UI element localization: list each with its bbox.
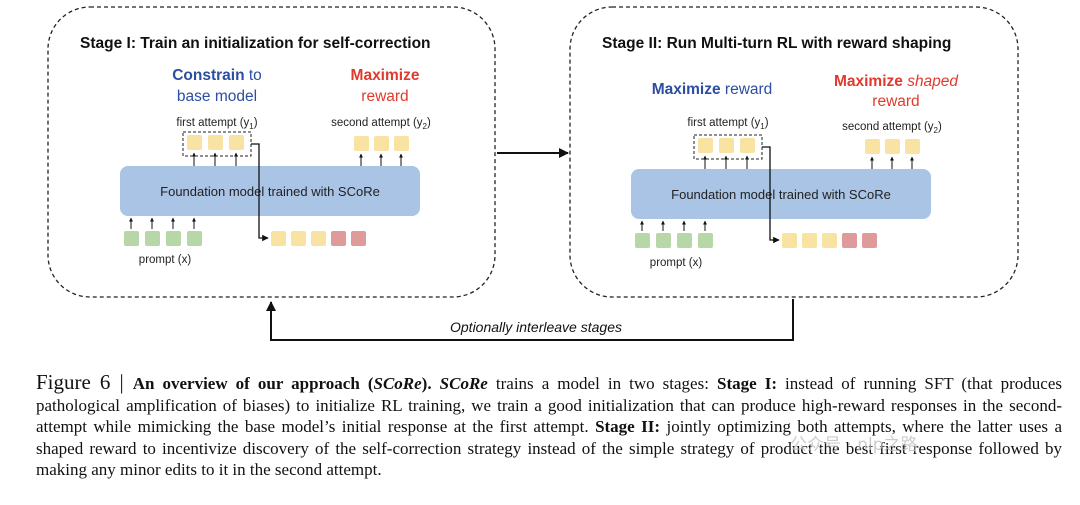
caption-stage1: Stage I:: [717, 374, 777, 393]
stage1-input-token: [331, 231, 346, 246]
caption-text-3: jointly optimizing both attempts, where …: [36, 417, 1062, 480]
stage1-first-token: [187, 135, 202, 150]
stage1-prompt-token: [124, 231, 139, 246]
stage1-second-token: [354, 136, 369, 151]
stage2-input-token: [842, 233, 857, 248]
figure-separator: |: [110, 370, 133, 394]
stage2-second-token: [865, 139, 880, 154]
stage2-first-token: [719, 138, 734, 153]
interleave-label-bg: [436, 318, 636, 338]
stage2-prompt-token: [677, 233, 692, 248]
caption-method-name: SCoRe: [439, 374, 488, 393]
stage1-title: Stage I: Train an initialization for sel…: [80, 35, 431, 52]
stage2-prompt-label: prompt (x): [650, 257, 703, 269]
stage2-input-token: [822, 233, 837, 248]
stage1-feedback-connector: [251, 143, 269, 242]
stage2-model-box: [631, 169, 931, 219]
stage1-constrain-line2: base model: [177, 88, 257, 105]
caption-heading: An overview of our approach (SCoRe).: [132, 374, 432, 393]
stage2-input-token: [782, 233, 797, 248]
caption-text-1: trains a model in two stages:: [487, 374, 717, 393]
caption-text-2: instead of running SFT (that produces pa…: [36, 374, 1063, 437]
stage1-model-label: Foundation model trained with SCoRe: [160, 184, 380, 199]
stage1-prompt-token: [145, 231, 160, 246]
stage1-second-token: [374, 136, 389, 151]
stage2-second-attempt-label: second attempt (y2): [842, 121, 942, 135]
figure-caption: Figure 6 | An overview of our approach (…: [36, 370, 1063, 481]
stage1-constrain-line1: Constrain to: [172, 67, 262, 84]
stage1-input-token: [351, 231, 366, 246]
stage1-input-token: [271, 231, 286, 246]
stage1-maximize-line2: reward: [361, 88, 408, 105]
figure-number: Figure 6: [36, 370, 111, 394]
stage2-first-token: [698, 138, 713, 153]
stage1-second-attempt-label: second attempt (y2): [331, 117, 431, 131]
stage1-model-box: [120, 166, 420, 216]
stage2-input-token: [802, 233, 817, 248]
stage2-input-token: [862, 233, 877, 248]
interleave-label: Optionally interleave stages: [450, 319, 622, 335]
stage2-shaped-line2: reward: [872, 93, 919, 110]
caption-stage2: Stage II:: [595, 417, 661, 437]
stage1-input-token: [291, 231, 306, 246]
stage2-title: Stage II: Run Multi-turn RL with reward …: [602, 35, 951, 52]
stage2-second-token: [905, 139, 920, 154]
stage1-first-token: [229, 135, 244, 150]
stage1-prompt-token: [187, 231, 202, 246]
stage2-prompt-token: [698, 233, 713, 248]
stage1-prompt-label: prompt (x): [139, 254, 192, 266]
stage2-prompt-token: [656, 233, 671, 248]
stage1-input-token: [311, 231, 326, 246]
stage2-second-token: [885, 139, 900, 154]
stage1-first-token: [208, 135, 223, 150]
stage2-first-attempt-label: first attempt (y1): [687, 117, 768, 131]
stage2-prompt-token: [635, 233, 650, 248]
stage2-first-token: [740, 138, 755, 153]
stage1-prompt-token: [166, 231, 181, 246]
stage2-shaped-line1: Maximize shaped: [834, 73, 959, 90]
stage1-maximize-line1: Maximize: [351, 67, 420, 84]
stage2-maximize-reward: Maximize reward: [652, 81, 773, 98]
stage1-second-token: [394, 136, 409, 151]
stage2-feedback-connector: [762, 146, 780, 244]
stage2-model-label: Foundation model trained with SCoRe: [671, 187, 891, 202]
interleave-loop-arrow: [266, 299, 794, 341]
stage1-frame: [47, 6, 496, 298]
stage2-frame: [569, 6, 1019, 298]
stage1-first-attempt-label: first attempt (y1): [176, 117, 257, 131]
